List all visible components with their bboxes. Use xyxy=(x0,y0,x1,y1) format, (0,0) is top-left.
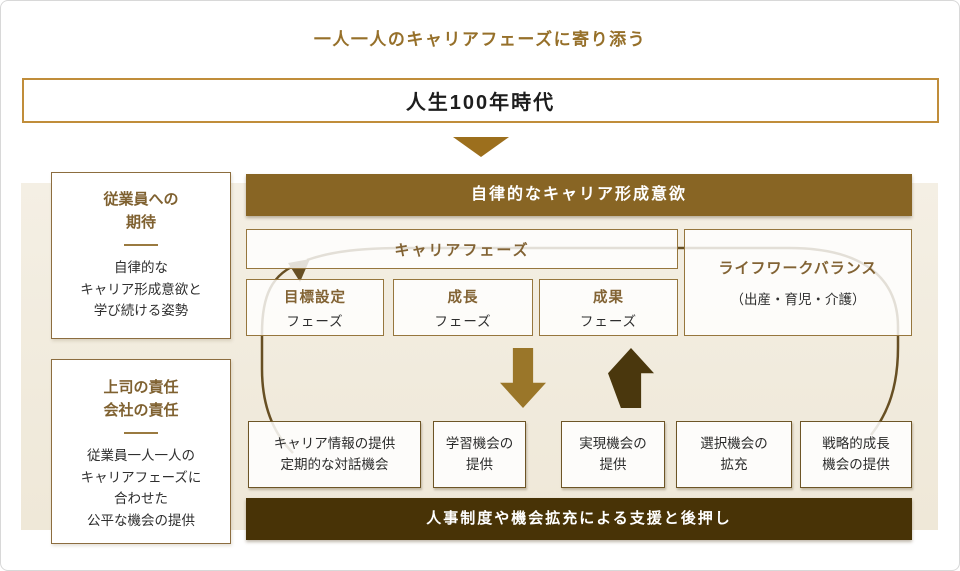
page-title: 一人一人のキャリアフェーズに寄り添う xyxy=(313,30,647,49)
responsibility-body-line: 公平な機会の提供 xyxy=(87,512,195,528)
support-line: 提供 xyxy=(599,456,627,472)
down-triangle-icon xyxy=(453,137,509,157)
phase-sub: フェーズ xyxy=(579,313,638,329)
support-box-choice: 選択機会の 拡充 xyxy=(676,421,792,488)
autonomy-header-bar: 自律的なキャリア形成意欲 xyxy=(246,174,912,216)
support-line: 実現機会の xyxy=(579,435,647,451)
support-line: 学習機会の xyxy=(445,435,514,451)
hr-support-footer-bar: 人事制度や機会拡充による支援と後押し xyxy=(246,498,912,540)
expectation-heading-line: 従業員への xyxy=(103,191,179,208)
support-line: 提供 xyxy=(466,456,493,472)
lifework-heading: ライフワークバランス xyxy=(718,260,878,277)
responsibility-body-line: 従業員一人一人の xyxy=(87,448,195,463)
responsibility-body-line: 合わせた xyxy=(114,491,168,507)
support-line: 戦略的成長 xyxy=(822,435,890,451)
lifework-balance-box: ライフワークバランス （出産・育児・介護） xyxy=(684,229,912,336)
employee-expectation-box: 従業員への 期待 自律的な キャリア形成意欲と 学び続ける姿勢 xyxy=(51,172,231,339)
expectation-body-line: 自律的な xyxy=(114,260,168,275)
support-line: 機会の提供 xyxy=(822,456,890,472)
divider xyxy=(124,432,158,434)
career-phase-header-box: キャリアフェーズ xyxy=(246,229,678,269)
phase-sub: フェーズ xyxy=(434,313,492,329)
phase-box-result: 成果 フェーズ xyxy=(539,279,678,336)
life100-banner-label: 人生100年時代 xyxy=(405,92,556,114)
support-line: 拡充 xyxy=(720,456,748,472)
life100-banner: 人生100年時代 xyxy=(22,78,939,123)
phase-box-growth: 成長 フェーズ xyxy=(393,279,533,336)
phase-box-goal: 目標設定 フェーズ xyxy=(246,279,384,336)
phase-name: 目標設定 xyxy=(284,289,346,306)
responsibility-box: 上司の責任 会社の責任 従業員一人一人の キャリアフェーズに 合わせた 公平な機… xyxy=(51,359,231,544)
phase-sub: フェーズ xyxy=(286,313,344,329)
expectation-body-line: 学び続ける姿勢 xyxy=(93,303,189,319)
support-box-learning: 学習機会の 提供 xyxy=(433,421,526,488)
support-box-realization: 実現機会の 提供 xyxy=(561,421,665,488)
support-line: キャリア情報の提供 xyxy=(273,435,396,451)
phase-name: 成果 xyxy=(593,289,624,306)
lifework-subtext: （出産・育児・介護） xyxy=(730,292,866,307)
support-box-career-info: キャリア情報の提供 定期的な対話機会 xyxy=(248,421,421,488)
responsibility-body-line: キャリアフェーズに xyxy=(80,469,202,485)
expectation-heading-line: 期待 xyxy=(125,213,156,231)
divider xyxy=(124,244,158,246)
support-box-strategic: 戦略的成長 機会の提供 xyxy=(800,421,912,488)
support-line: 定期的な対話機会 xyxy=(280,456,389,472)
responsibility-heading-line: 上司の責任 xyxy=(103,379,179,396)
phase-name: 成長 xyxy=(447,289,479,306)
expectation-body-line: キャリア形成意欲と xyxy=(80,281,202,297)
support-line: 選択機会の xyxy=(700,435,768,451)
responsibility-heading-line: 会社の責任 xyxy=(103,401,179,419)
